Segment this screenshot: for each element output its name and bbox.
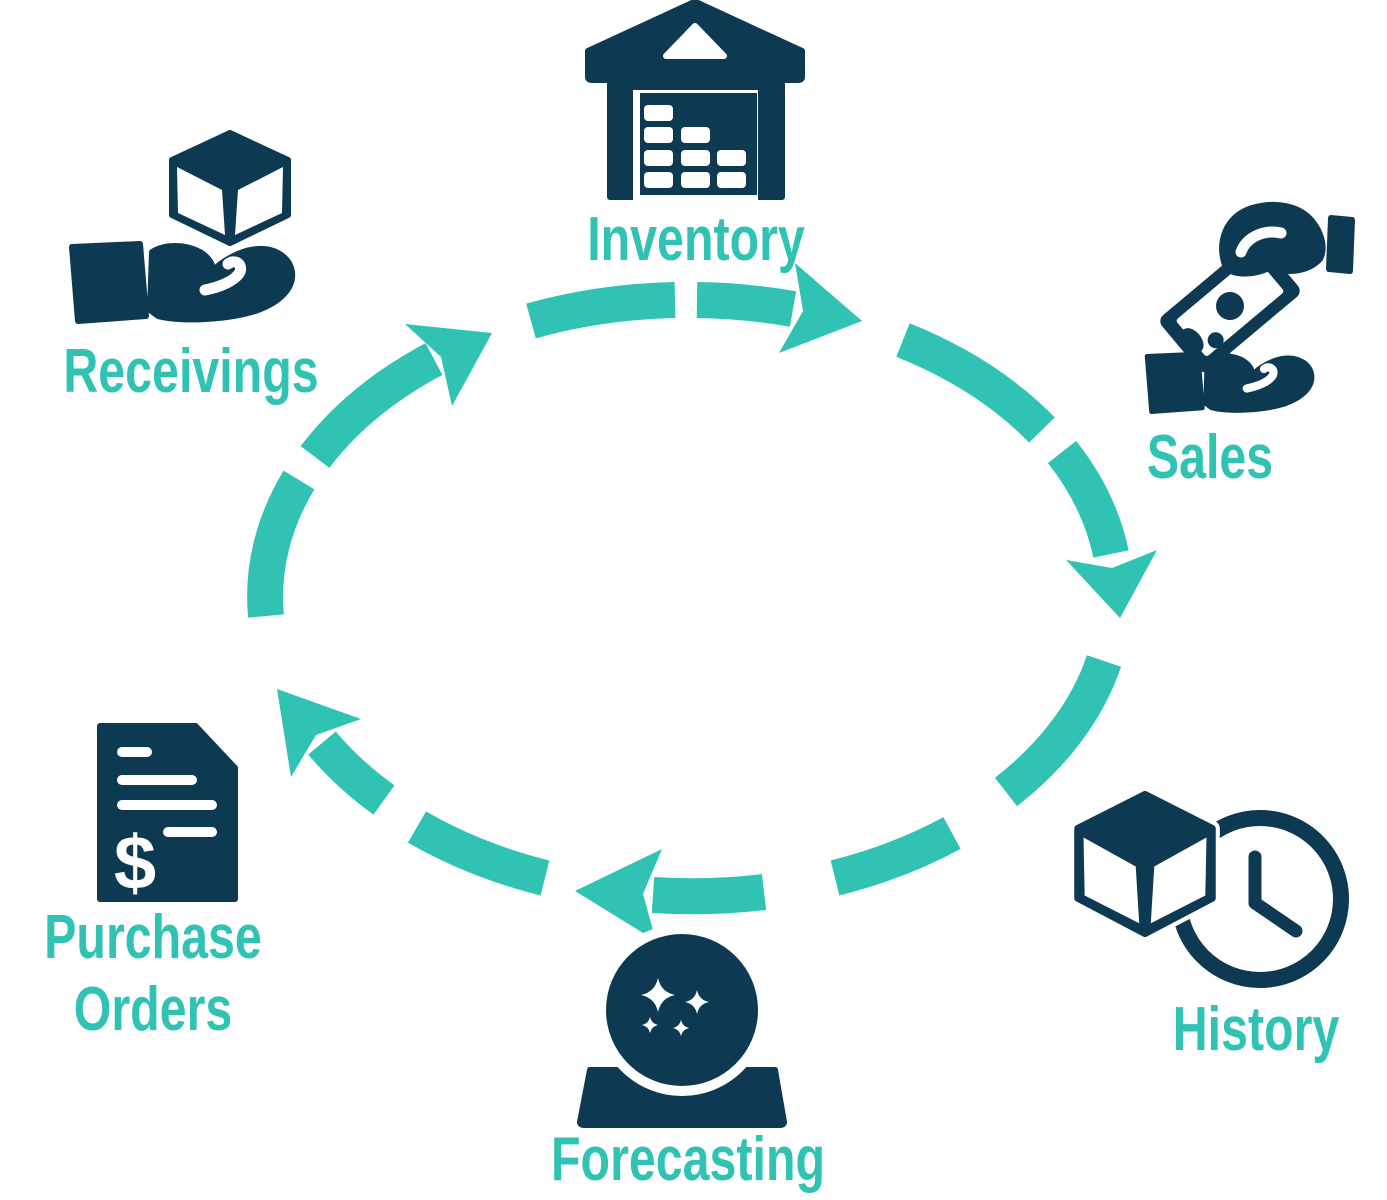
cycle-arrow-shaft xyxy=(651,874,767,915)
node-inventory: Inventory xyxy=(585,0,805,273)
purchase-order-document-icon: $ xyxy=(97,720,241,906)
cycle-arrowhead xyxy=(405,324,492,406)
node-label-orders: Orders xyxy=(74,974,233,1043)
cycle-arc-segment xyxy=(407,811,550,896)
node-label-history: History xyxy=(1173,994,1340,1063)
warehouse-icon xyxy=(585,0,805,200)
cycle-arrows xyxy=(247,263,1157,941)
node-label-purchase: Purchase xyxy=(44,902,262,971)
cycle-arc-segment xyxy=(830,817,961,896)
cycle-arrowhead xyxy=(575,849,662,941)
hand-receiving-money-icon xyxy=(1147,201,1355,412)
box-with-clock-icon xyxy=(1078,795,1349,988)
cycle-arc-segment xyxy=(896,323,1055,443)
dollar-sign: $ xyxy=(114,821,156,906)
hand-receiving-box-icon xyxy=(72,133,292,321)
cycle-arc-segment xyxy=(994,654,1122,807)
crystal-ball-icon xyxy=(577,924,787,1128)
cycle-arrow-shaft xyxy=(696,282,797,327)
node-receivings: Receivings xyxy=(63,133,319,405)
cycle-arc-segment xyxy=(526,282,676,339)
cycle-arrow-shaft xyxy=(1047,440,1129,559)
node-label-forecasting: Forecasting xyxy=(551,1124,825,1193)
cycle-arrow-shaft xyxy=(308,731,395,815)
cycle-arrowhead xyxy=(1066,550,1157,618)
node-forecasting: Forecasting xyxy=(551,924,825,1193)
node-label-sales: Sales xyxy=(1147,422,1273,491)
node-purchase-orders: $ Purchase Orders xyxy=(44,720,262,1043)
cycle-arrow-shaft xyxy=(300,343,443,469)
cycle-arrowhead xyxy=(779,263,862,353)
node-history: History xyxy=(1078,795,1349,1063)
cycle-arrowhead xyxy=(277,689,361,777)
node-sales: Sales xyxy=(1147,201,1355,491)
node-label-receivings: Receivings xyxy=(63,336,318,405)
node-label-inventory: Inventory xyxy=(587,204,805,273)
cycle-arc-segment xyxy=(247,470,315,618)
